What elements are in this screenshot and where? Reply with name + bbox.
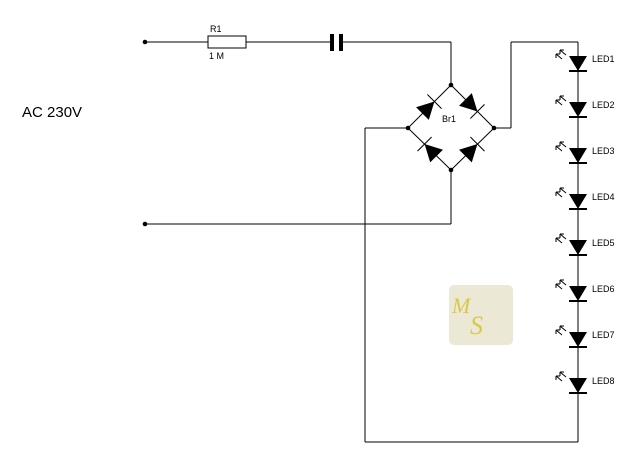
svg-text:M: M [451, 293, 472, 318]
led-body [569, 102, 587, 117]
led-label: LED7 [592, 330, 615, 340]
led-body [569, 332, 587, 347]
light-ray-icon [559, 49, 567, 56]
light-ray-icon [555, 53, 563, 60]
led-7: LED7 [555, 325, 615, 348]
resistor-ref: R1 [210, 24, 222, 34]
light-ray-icon [559, 187, 567, 194]
capacitor [330, 34, 343, 51]
light-ray-icon [555, 283, 563, 290]
light-ray-icon [555, 99, 563, 106]
led-label: LED5 [592, 238, 615, 248]
bridge-rectifier: Br1 [405, 82, 497, 173]
resistor-r1: R1 1 M [207, 24, 247, 61]
led-body [569, 286, 587, 301]
light-ray-icon [555, 237, 563, 244]
led-body [569, 194, 587, 209]
led-3: LED3 [555, 141, 615, 164]
light-ray-icon [559, 371, 567, 378]
led-label: LED1 [592, 54, 615, 64]
led-label: LED6 [592, 284, 615, 294]
led-5: LED5 [555, 233, 615, 256]
light-ray-icon [555, 329, 563, 336]
bridge-ref: Br1 [442, 114, 456, 124]
light-ray-icon [555, 375, 563, 382]
led-label: LED8 [592, 376, 615, 386]
source-label: AC 230V [22, 104, 82, 121]
led-label: LED4 [592, 192, 615, 202]
led-4: LED4 [555, 187, 615, 210]
light-ray-icon [559, 141, 567, 148]
led-label: LED3 [592, 146, 615, 156]
svg-text:S: S [470, 311, 483, 340]
led-8: LED8 [555, 371, 615, 394]
resistor-body [207, 35, 247, 49]
led-1: LED1 [555, 49, 615, 72]
light-ray-icon [559, 233, 567, 240]
ms-logo: M S [449, 285, 513, 345]
light-ray-icon [555, 145, 563, 152]
light-ray-icon [559, 95, 567, 102]
led-2: LED2 [555, 95, 615, 118]
led-body [569, 56, 587, 71]
light-ray-icon [559, 279, 567, 286]
light-ray-icon [555, 191, 563, 198]
led-label: LED2 [592, 100, 615, 110]
led-6: LED6 [555, 279, 615, 302]
led-body [569, 240, 587, 255]
led-body [569, 378, 587, 393]
light-ray-icon [559, 325, 567, 332]
led-body [569, 148, 587, 163]
resistor-value: 1 M [209, 51, 224, 61]
